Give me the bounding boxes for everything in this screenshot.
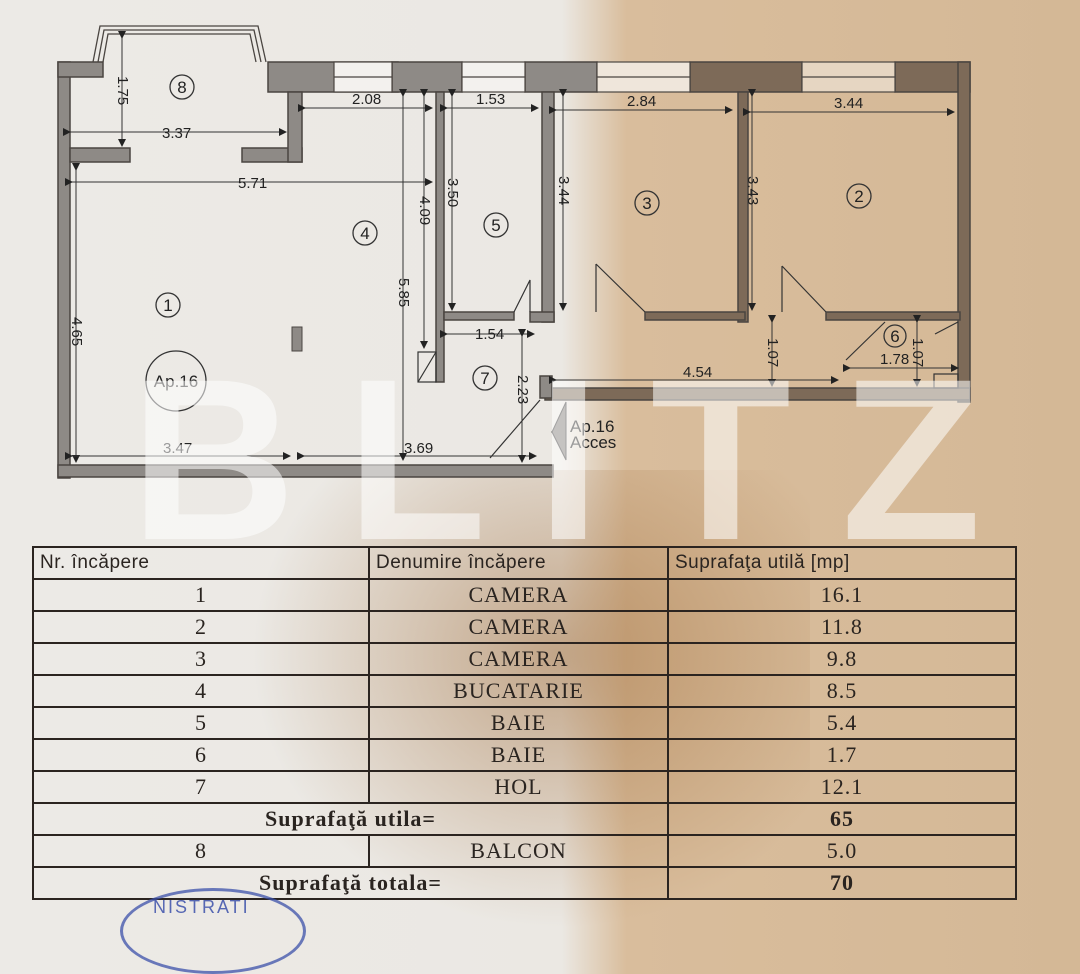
door-swings <box>417 263 959 459</box>
header-area: Suprafaţa utilă [mp] <box>667 546 1017 580</box>
apartment-label: Ap.16 <box>154 372 198 391</box>
table-row: 3 CAMERA 9.8 <box>32 642 1017 676</box>
balcony-railing <box>92 25 267 63</box>
table-header-row: Nr. încăpere Denumire încăpere Suprafaţa… <box>32 546 1017 580</box>
cell-area: 16.1 <box>667 578 1017 612</box>
room-number: 5 <box>491 216 500 235</box>
cell-nr: 5 <box>32 706 370 740</box>
cell-name: BALCON <box>368 834 669 868</box>
dim-label: 4.09 <box>416 196 433 225</box>
cell-area: 9.8 <box>667 642 1017 676</box>
dim-label: 1.54 <box>475 326 504 343</box>
useful-area-row: Suprafaţă utila= 65 <box>32 802 1017 836</box>
total-area-row: Suprafaţă totala= 70 <box>32 866 1017 900</box>
table-row: 2 CAMERA 11.8 <box>32 610 1017 644</box>
dim-label: 1.78 <box>880 351 909 368</box>
room-number: 1 <box>163 296 172 315</box>
dim-label: 3.44 <box>555 176 572 205</box>
column <box>291 326 303 352</box>
dim-label: 1.07 <box>909 338 926 367</box>
header-room-name: Denumire încăpere <box>368 546 669 580</box>
dim-label: 2.08 <box>352 91 381 108</box>
cell-nr: 4 <box>32 674 370 708</box>
access-label: Acces <box>570 433 616 452</box>
dim-label: 1.53 <box>476 91 505 108</box>
table-row: 4 BUCATARIE 8.5 <box>32 674 1017 708</box>
useful-area-label: Suprafaţă utila= <box>32 802 669 836</box>
dim-label: 2.23 <box>514 375 531 404</box>
table-row: 7 HOL 12.1 <box>32 770 1017 804</box>
table-row: 8 BALCON 5.0 <box>32 834 1017 868</box>
dim-label: 3.47 <box>163 440 192 457</box>
cell-name: CAMERA <box>368 610 669 644</box>
cell-nr: 6 <box>32 738 370 772</box>
cell-name: BAIE <box>368 738 669 772</box>
dim-label: 3.50 <box>444 178 461 207</box>
cell-nr: 2 <box>32 610 370 644</box>
cell-name: HOL <box>368 770 669 804</box>
table-row: 5 BAIE 5.4 <box>32 706 1017 740</box>
area-table: Nr. încăpere Denumire încăpere Suprafaţa… <box>32 546 1017 900</box>
dim-label: 5.85 <box>395 278 412 307</box>
room-number: 6 <box>890 327 899 346</box>
table-row: 1 CAMERA 16.1 <box>32 578 1017 612</box>
room-number: 8 <box>177 78 186 97</box>
room-number: 3 <box>642 194 651 213</box>
dim-label: 1.07 <box>764 338 781 367</box>
dim-label: 5.71 <box>238 175 267 192</box>
walls <box>57 61 971 479</box>
cell-area: 8.5 <box>667 674 1017 708</box>
cell-nr: 3 <box>32 642 370 676</box>
cell-nr: 8 <box>32 834 370 868</box>
cell-area: 12.1 <box>667 770 1017 804</box>
cell-area: 1.7 <box>667 738 1017 772</box>
dim-label: 3.37 <box>162 125 191 142</box>
cell-name: BUCATARIE <box>368 674 669 708</box>
access-label: Ap.16 <box>570 417 614 436</box>
cell-name: CAMERA <box>368 642 669 676</box>
dim-label: 3.44 <box>834 95 863 112</box>
room-number: 7 <box>480 369 489 388</box>
windows <box>333 61 896 93</box>
cell-area: 5.0 <box>667 834 1017 868</box>
stamp-text: NISTRATI <box>153 897 250 917</box>
official-stamp: NISTRATI <box>120 888 306 974</box>
floor-plan: 5.71 3.47 3.69 2.08 1.53 1.54 2.84 3.44 … <box>57 25 971 479</box>
cell-name: BAIE <box>368 706 669 740</box>
total-area-value: 70 <box>667 866 1017 900</box>
dim-label: 3.69 <box>404 440 433 457</box>
room-number: 2 <box>854 187 863 206</box>
cell-nr: 7 <box>32 770 370 804</box>
cell-area: 5.4 <box>667 706 1017 740</box>
table-row: 6 BAIE 1.7 <box>32 738 1017 772</box>
header-room-number: Nr. încăpere <box>32 546 370 580</box>
dim-label: 2.84 <box>627 93 656 110</box>
room-number: 4 <box>360 224 369 243</box>
cell-nr: 1 <box>32 578 370 612</box>
dim-label: 3.43 <box>744 176 761 205</box>
dim-label: 1.75 <box>114 76 131 105</box>
useful-area-value: 65 <box>667 802 1017 836</box>
cell-name: CAMERA <box>368 578 669 612</box>
access-arrow-icon <box>551 401 567 461</box>
dim-label: 4.65 <box>68 317 85 346</box>
total-area-label: Suprafaţă totala= <box>32 866 669 900</box>
cell-area: 11.8 <box>667 610 1017 644</box>
dimension-lines <box>63 31 959 463</box>
dim-label: 4.54 <box>683 364 712 381</box>
